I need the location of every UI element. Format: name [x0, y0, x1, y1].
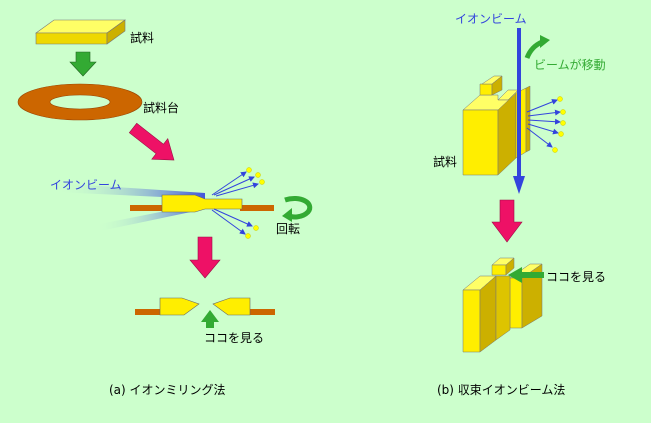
beam-move-arrow-icon [524, 35, 550, 59]
ion-beam-label: イオンビーム [50, 178, 122, 192]
look-here-arrow-right [508, 267, 544, 283]
beam-moves-label: ビームが移動 [534, 57, 606, 72]
green-down-arrow [69, 51, 97, 77]
rotation-arrow-icon [282, 196, 313, 222]
sputter-arrows [211, 171, 259, 235]
look-here-label-right: ココを見る [546, 270, 606, 284]
pink-diagonal-arrow [128, 122, 175, 161]
thinned-sample [130, 194, 274, 213]
pink-down-arrow-right [491, 199, 523, 243]
fib-sputter-arrows [526, 99, 561, 148]
fib-ion-beam-label: イオンビーム [455, 12, 527, 26]
look-here-label-left: ココを見る [204, 331, 264, 345]
stage-label: 試料台 [143, 100, 179, 115]
sample-label: 試料 [130, 30, 154, 45]
caption-right: (b) 収束イオンビーム法 [437, 383, 565, 397]
fib-sample-label: 試料 [433, 154, 457, 169]
look-here-arrow-left [201, 310, 219, 328]
focused-ion-beam [513, 28, 525, 194]
fib-sputtered-particles [552, 96, 566, 153]
sample-stage-ring [17, 83, 143, 121]
caption-left: (a) イオンミリング法 [109, 383, 226, 397]
sputtered-particles [245, 167, 265, 239]
pink-down-arrow-left [189, 236, 221, 279]
fib-thinned-block [462, 257, 543, 353]
perforated-sample [135, 297, 275, 316]
rotate-label: 回転 [276, 222, 300, 236]
sample-block [35, 19, 126, 45]
